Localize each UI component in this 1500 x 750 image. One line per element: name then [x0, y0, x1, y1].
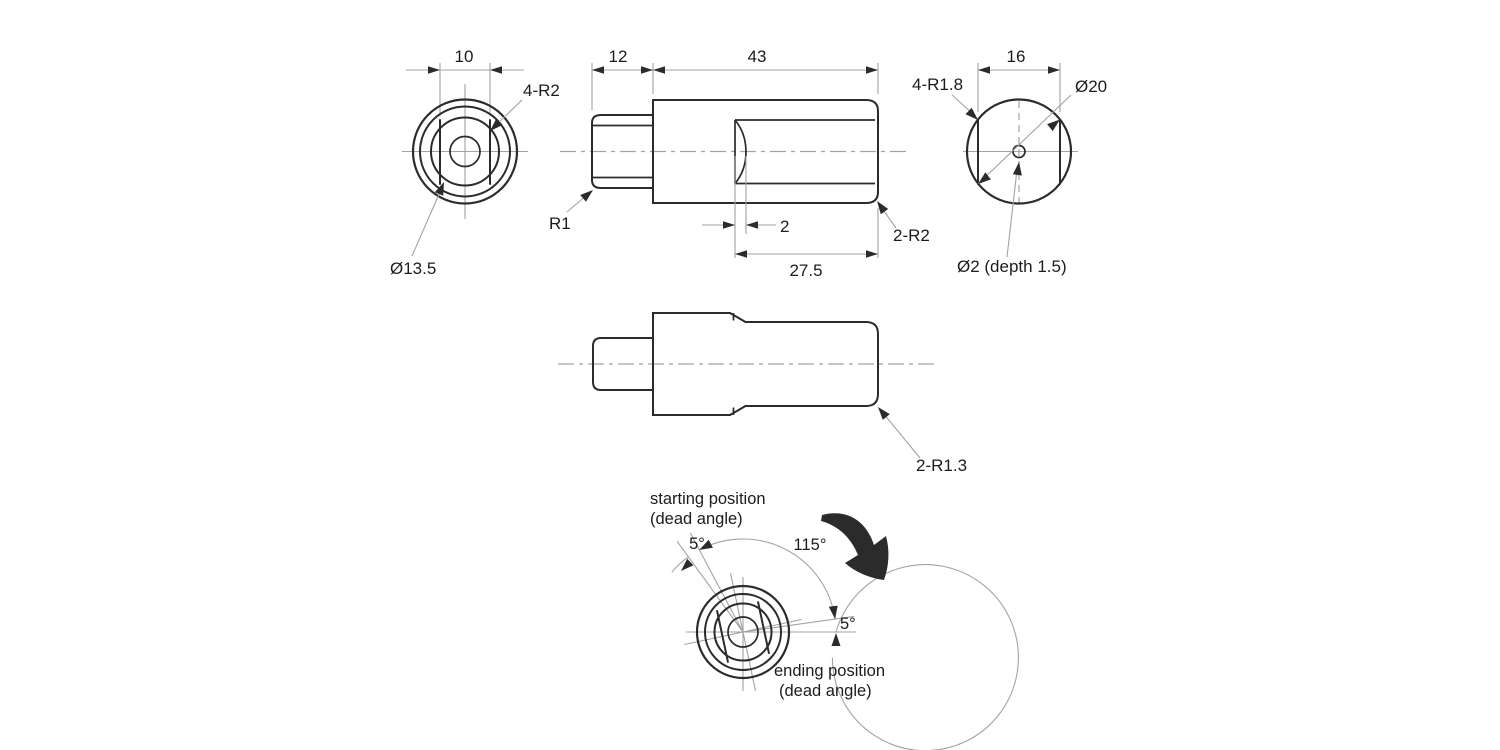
end-view-left: 10 4-R2 Ø13.5 [390, 47, 560, 278]
rotation-direction-arrow [821, 513, 889, 580]
dim-16-arrow-right [1048, 66, 1060, 74]
r1-leader-arrow [580, 190, 593, 202]
sweep-arrow-end [828, 605, 838, 620]
hole-leader [1006, 169, 1018, 258]
dim-43-arrow-left [653, 66, 665, 74]
diameter-leader-arrow [434, 182, 444, 196]
end-dead-arrow [831, 633, 841, 646]
side-view-rotated: 2-R1.3 [558, 312, 967, 475]
diam-20-label: Ø20 [1075, 77, 1107, 96]
r18-label: 4-R1.8 [912, 75, 963, 94]
side-view: 12 43 R1 2 27.5 2-R2 [549, 47, 930, 280]
r2-leader-arrow [877, 201, 889, 215]
dim-43-lines [653, 63, 879, 94]
shaft-circle [713, 602, 773, 662]
end-dead-angle-value: 5° [840, 615, 856, 633]
body-outline [652, 99, 879, 204]
center-hole-circle [727, 616, 759, 648]
dim-10-arrow-right [490, 66, 502, 74]
shaft-outline [592, 337, 654, 391]
dim-16-lines [977, 63, 1061, 112]
r18-leader-arrow [965, 107, 978, 120]
diam-20-arrow-lower [978, 172, 991, 184]
sweep-angle-value: 115° [794, 536, 827, 554]
r1-label: R1 [549, 214, 571, 233]
outer-circle [965, 98, 1073, 205]
dim-12-label: 12 [609, 47, 628, 66]
r2-label: 2-R2 [893, 226, 930, 245]
dim-2-lines [702, 156, 776, 258]
dim-275-lines [735, 208, 879, 258]
start-dead-arrow [681, 558, 694, 571]
sweep-arrow-start [699, 539, 713, 550]
dim-12-arrow-right [641, 66, 653, 74]
second-circle [704, 593, 782, 671]
starting-dead-angle-label: (dead angle) [650, 510, 743, 528]
flat-chords [977, 119, 1061, 185]
rotation-diagram: starting position (dead angle) 5° 115° 5… [650, 490, 1019, 750]
dim-10-arrow-left [428, 66, 440, 74]
dim-2-arrow-right [746, 221, 758, 229]
body-outline [652, 312, 879, 416]
diameter-label: Ø13.5 [390, 259, 436, 278]
shaft-circle [430, 116, 500, 187]
dim-2-label: 2 [780, 217, 789, 236]
slot-end-arc [734, 119, 747, 185]
dim-16-label: 16 [1007, 47, 1026, 66]
dim-10-lines [406, 63, 524, 116]
center-hole-circle [449, 135, 481, 168]
hole-label: Ø2 (depth 1.5) [957, 257, 1067, 276]
dim-10-label: 10 [455, 47, 474, 66]
dim-275-arrow-left [735, 250, 747, 258]
fillet-leader [496, 99, 523, 125]
dim-2-arrow-left [723, 221, 735, 229]
diam-20-line [977, 94, 1072, 185]
dim-16-arrow-left [978, 66, 990, 74]
r13-label: 2-R1.3 [916, 456, 967, 475]
start-dead-angle-value: 5° [689, 535, 705, 553]
fillet-leader-arrow [490, 118, 503, 131]
dim-43-arrow-right [866, 66, 878, 74]
shaft-flat-edges [592, 124, 653, 179]
ending-position-label: ending position [774, 662, 885, 680]
sweep-arc [699, 538, 836, 620]
outer-circle [695, 584, 791, 680]
fillet-label: 4-R2 [523, 81, 560, 100]
diam-20-arrow-upper [1047, 119, 1060, 132]
end-view-right: 16 Ø20 4-R1.8 Ø2 (depth 1.5) [912, 47, 1107, 276]
dim-275-arrow-right [866, 250, 878, 258]
end-dead-arc [831, 564, 1019, 750]
starting-position-label: starting position [650, 490, 766, 508]
dim-275-label: 27.5 [789, 261, 822, 280]
rotated-flat-chords [716, 601, 770, 663]
hole-leader-arrow [1012, 162, 1022, 176]
diameter-leader [411, 191, 441, 257]
shaft-outline [591, 114, 654, 189]
second-circle [419, 105, 511, 198]
flat-chords [439, 119, 491, 185]
start-dead-arc [671, 556, 689, 573]
dim-43-label: 43 [748, 47, 767, 66]
r13-leader [882, 412, 921, 459]
ending-dead-angle-label: (dead angle) [779, 682, 872, 700]
outer-circle [411, 98, 519, 205]
dim-12-arrow-left [592, 66, 604, 74]
r13-leader-arrow [878, 407, 890, 420]
